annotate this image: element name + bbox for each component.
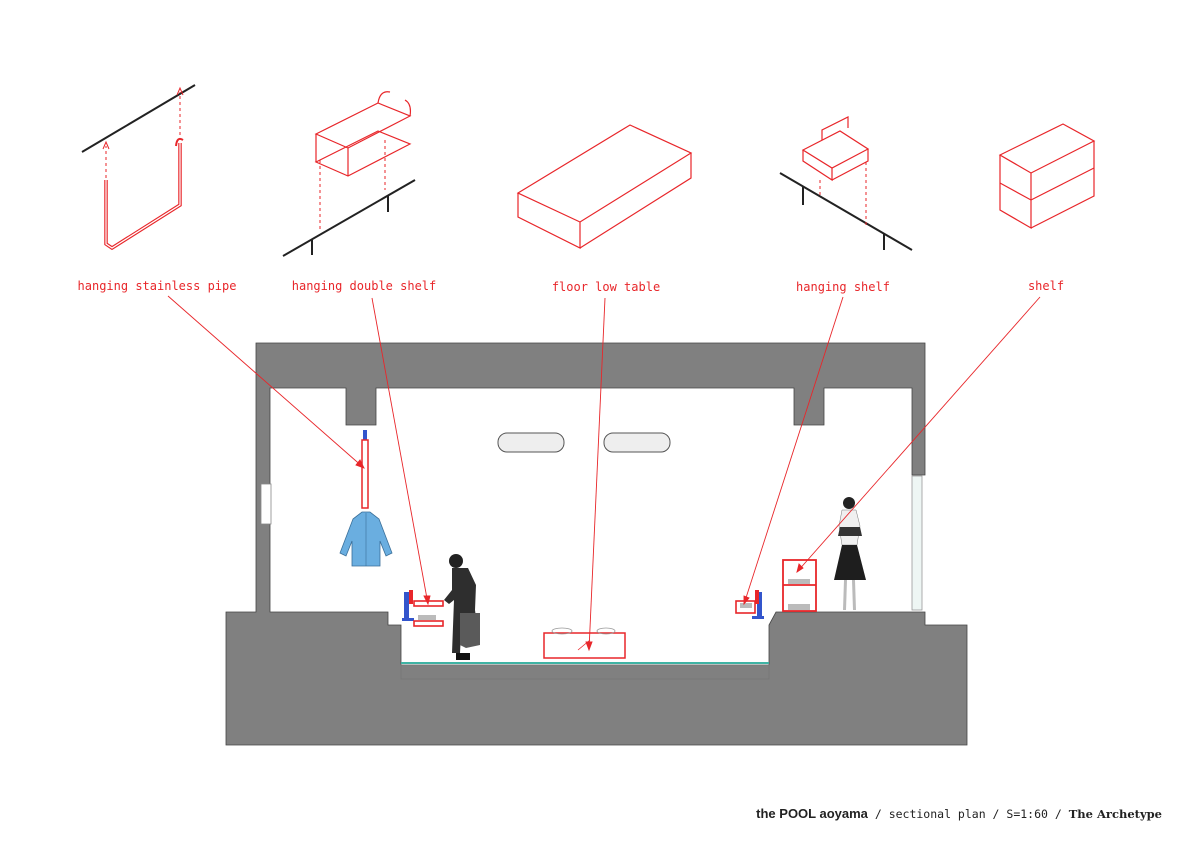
floor-table-iso-icon (516, 124, 693, 249)
double-shelf-in-section (402, 590, 444, 627)
label-hanging-double-shelf: hanging double shelf (291, 279, 437, 293)
person-male (444, 554, 480, 660)
hanging-shelf-iso-icon (779, 116, 913, 251)
label-hanging-shelf: hanging shelf (796, 280, 890, 294)
leader-lines (167, 295, 1041, 652)
ceiling-light-left (497, 432, 565, 453)
separator: / (985, 807, 1007, 821)
label-floor-low-table: floor low table (551, 280, 661, 294)
building-section (225, 342, 968, 746)
drawing-scale: S=1:60 (1006, 807, 1048, 821)
shelf-in-section (782, 559, 817, 612)
drawing-type: sectional plan (888, 807, 986, 821)
separator: / (1047, 807, 1069, 821)
studio-name: The Archetype (1068, 807, 1162, 821)
left-window (260, 483, 272, 525)
project-name: the POOL aoyama (756, 806, 868, 821)
pipe-iso-icon (81, 84, 196, 251)
shelf-iso-icon (998, 123, 1096, 230)
hanging-shelf-in-section (735, 590, 764, 619)
ceiling-light-right (603, 432, 671, 453)
pipe-in-section (361, 430, 369, 509)
drawing-footer: the POOL aoyama / sectional plan / S=1:6… (756, 806, 1162, 821)
floor-slab-outline (400, 664, 770, 680)
separator: / (867, 807, 889, 821)
section-walls (225, 342, 968, 746)
floor-table-in-section (543, 627, 626, 659)
right-window (911, 475, 923, 611)
shirt (339, 511, 393, 567)
person-female (834, 497, 866, 610)
double-shelf-iso-icon (282, 91, 416, 257)
label-hanging-stainless-pipe: hanging stainless pipe (77, 279, 237, 293)
label-shelf: shelf (1027, 279, 1065, 293)
